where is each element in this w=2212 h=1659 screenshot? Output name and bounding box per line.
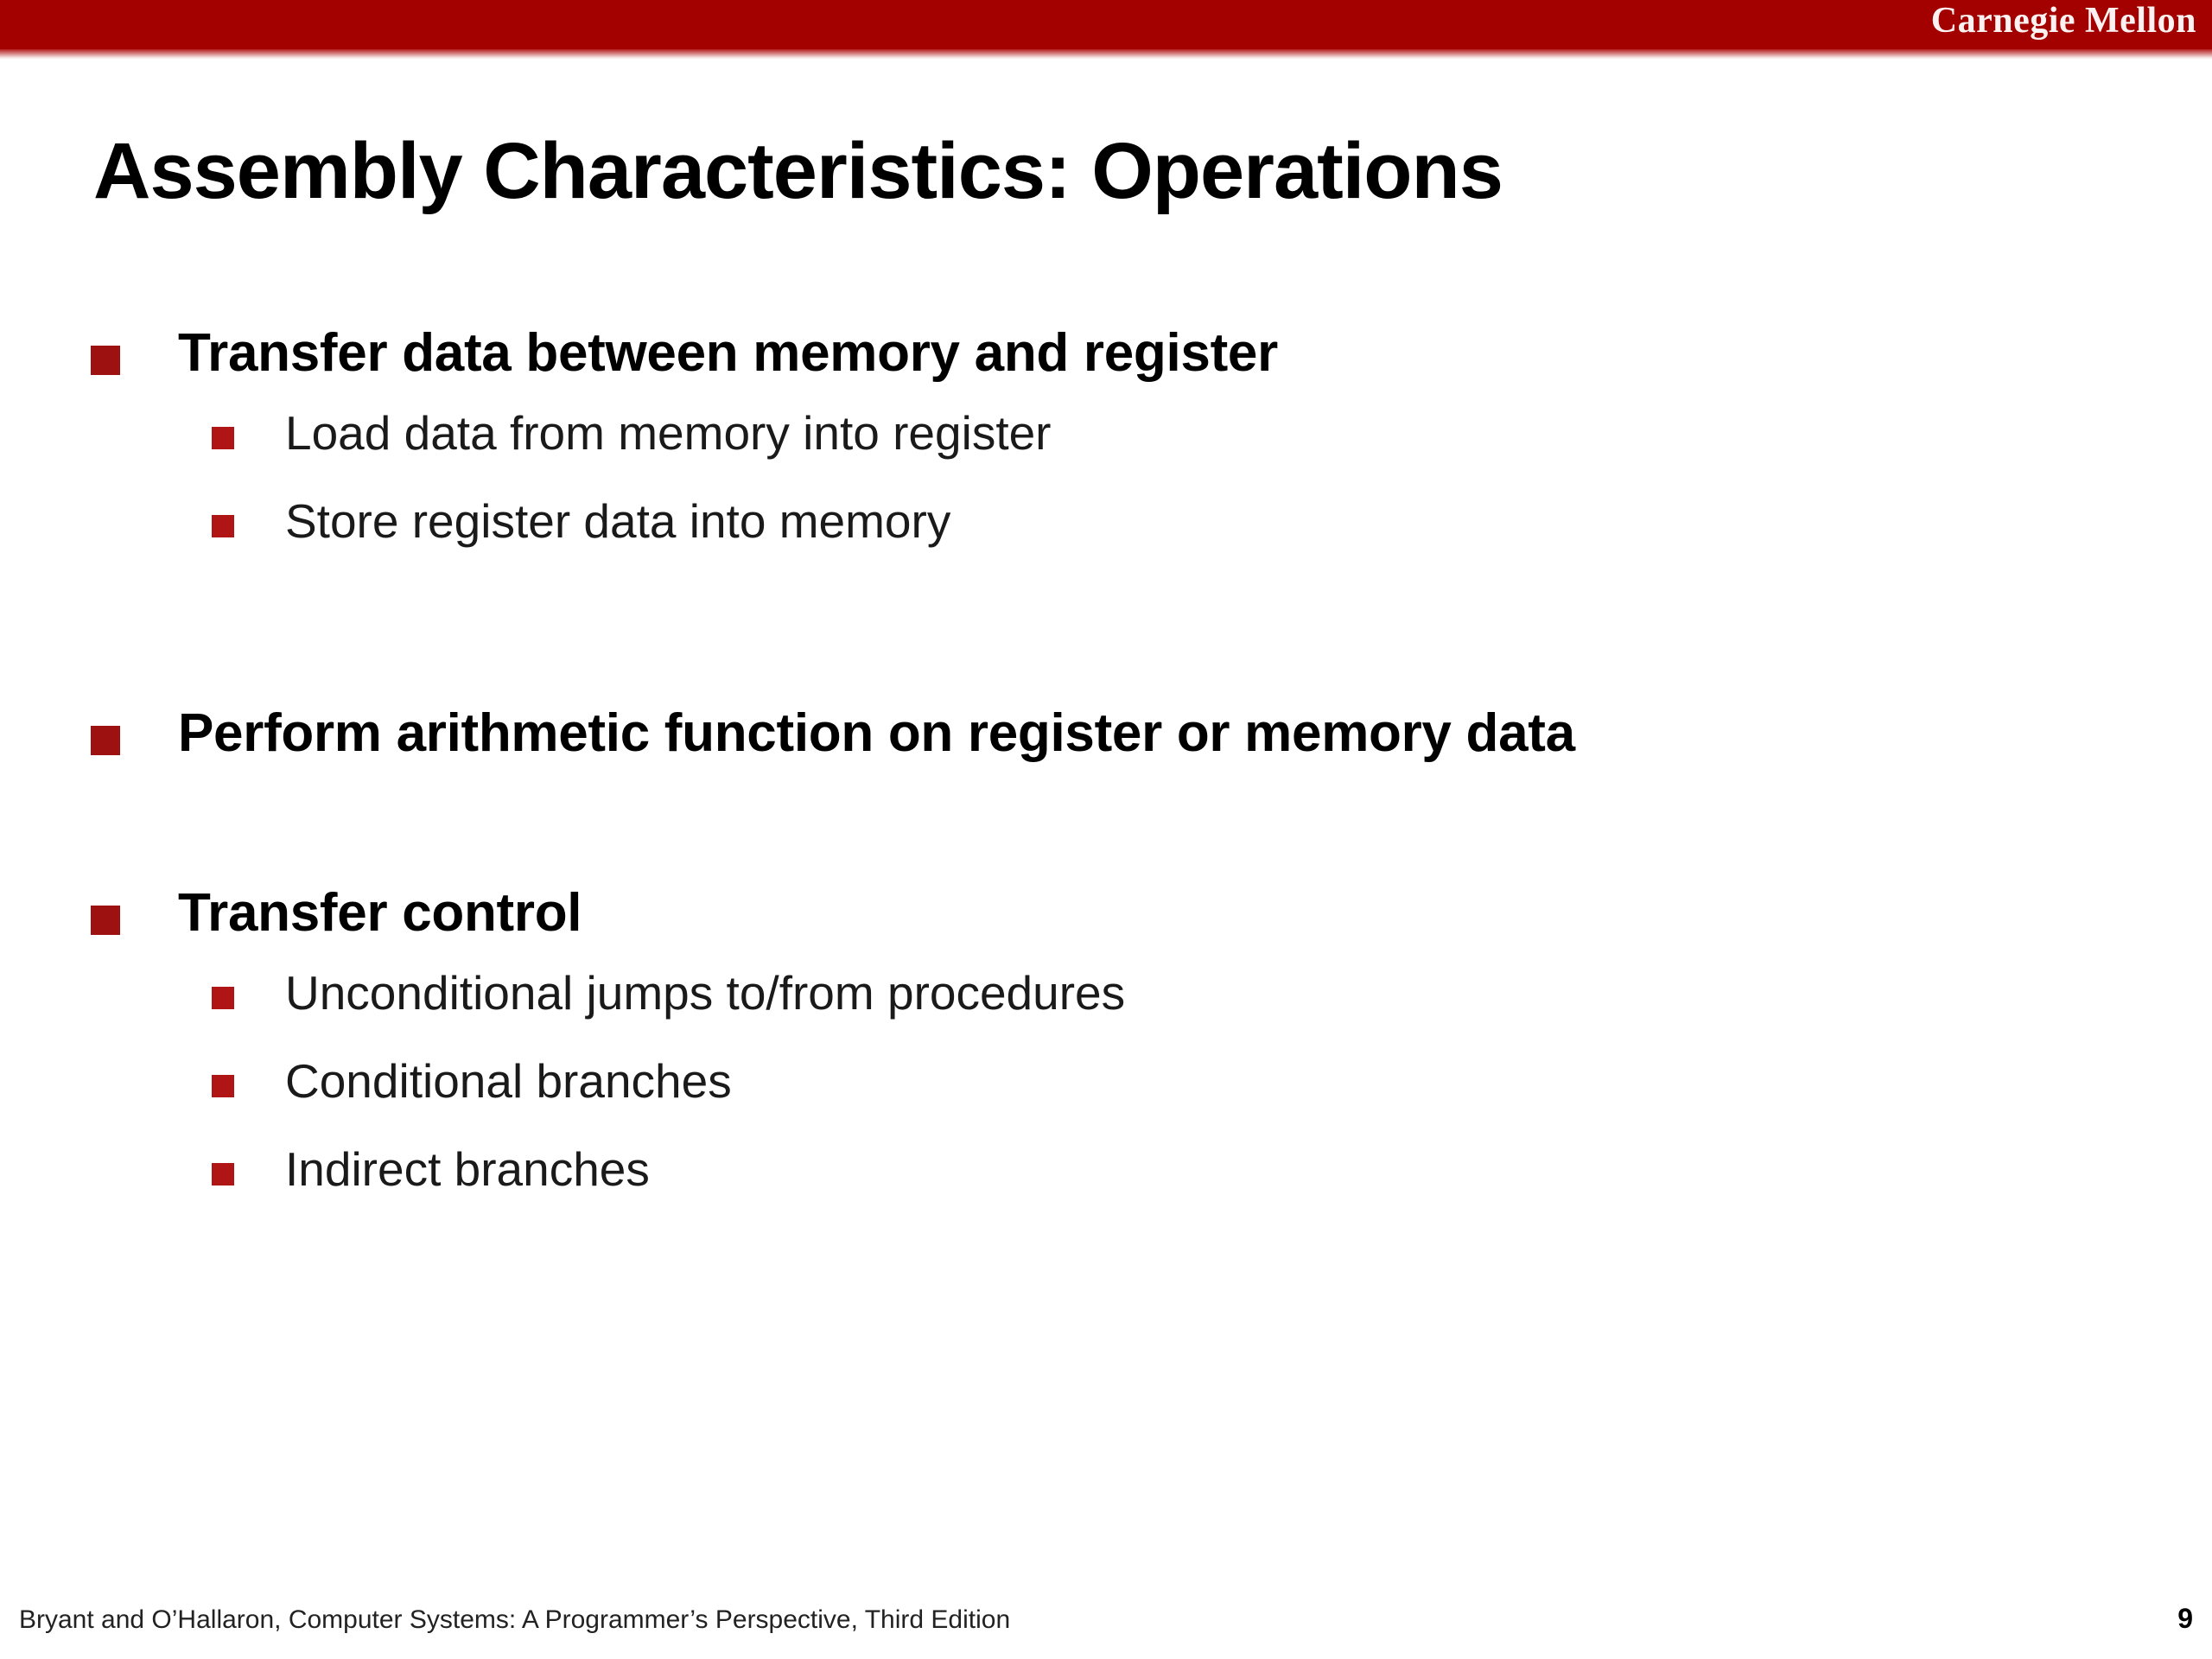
square-bullet-icon — [212, 1075, 234, 1097]
bullet-level1-label: Transfer control — [178, 883, 582, 943]
square-bullet-icon — [212, 515, 234, 537]
header-band-gradient — [0, 49, 2212, 60]
bullet-level1: Transfer data between memory and registe… — [0, 327, 2212, 410]
square-bullet-icon — [212, 987, 234, 1009]
square-bullet-icon — [91, 906, 120, 935]
bullet-level1: Perform arithmetic function on register … — [0, 707, 2212, 790]
spacer — [0, 790, 2212, 887]
slide-body: Transfer data between memory and registe… — [0, 327, 2212, 1234]
bullet-level2-label: Conditional branches — [285, 1054, 732, 1108]
bullet-level2-label: Indirect branches — [285, 1142, 650, 1196]
bullet-level1: Transfer control — [0, 887, 2212, 969]
page-number: 9 — [2177, 1603, 2193, 1634]
square-bullet-icon — [212, 427, 234, 449]
header-band: Carnegie Mellon — [0, 0, 2212, 54]
square-bullet-icon — [91, 346, 120, 375]
spacer — [0, 586, 2212, 707]
square-bullet-icon — [212, 1163, 234, 1185]
carnegie-mellon-wordmark: Carnegie Mellon — [1930, 1, 2196, 41]
bullet-level1-label: Perform arithmetic function on register … — [178, 703, 1575, 763]
bullet-level2: Unconditional jumps to/from procedures — [0, 969, 2212, 1058]
bullet-level2-label: Unconditional jumps to/from procedures — [285, 966, 1126, 1020]
bullet-level2: Store register data into memory — [0, 498, 2212, 586]
footer-citation: Bryant and O’Hallaron, Computer Systems:… — [19, 1605, 1011, 1634]
bullet-level2: Conditional branches — [0, 1058, 2212, 1146]
square-bullet-icon — [91, 726, 120, 755]
bullet-level2-label: Store register data into memory — [285, 494, 951, 548]
bullet-level2: Load data from memory into register — [0, 410, 2212, 498]
bullet-level2: Indirect branches — [0, 1146, 2212, 1234]
slide-title: Assembly Characteristics: Operations — [93, 127, 1503, 215]
bullet-level2-label: Load data from memory into register — [285, 406, 1052, 460]
bullet-level1-label: Transfer data between memory and registe… — [178, 323, 1278, 383]
